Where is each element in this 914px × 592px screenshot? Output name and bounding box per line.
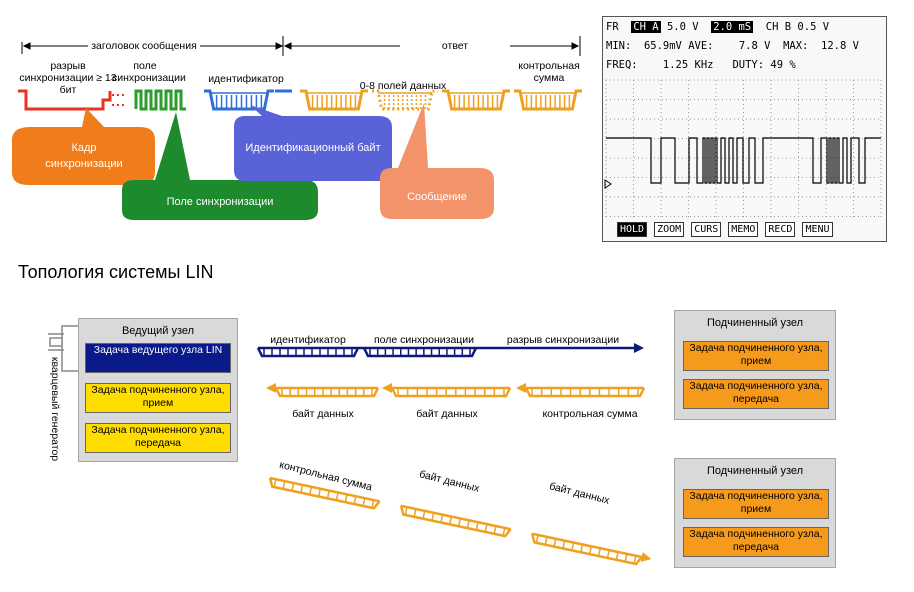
- slave-node-2-title: Подчиненный узел: [706, 465, 804, 477]
- arrow2-data2-label: байт данных: [416, 408, 478, 420]
- arrow1-sync-field-label: поле синхронизации: [373, 334, 475, 346]
- oscilloscope-screen: FR CH A 5.0 V 2.0 mS CH B 0.5 V MIN: 65.…: [602, 16, 887, 242]
- slave-1-rx-task: Задача подчиненного узла, прием: [683, 341, 829, 371]
- osc-row-2: MIN: 65.9mV AVE: 7.8 V MAX: 12.8 V: [606, 40, 859, 52]
- arrow1-identifier-label: идентификатор: [270, 334, 346, 346]
- osc-button-bar: HOLD ZOOM CURS MEMO RECD MENU: [617, 222, 833, 237]
- master-slave-tx-task: Задача подчиненного узла, передача: [85, 423, 231, 453]
- response-label: ответ: [441, 40, 469, 52]
- sync-field-waveform: [134, 89, 186, 111]
- arrow2-checksum-label: контрольная сумма: [542, 408, 638, 420]
- slave-2-rx-task: Задача подчиненного узла, прием: [683, 489, 829, 519]
- osc-curs-button[interactable]: CURS: [691, 222, 722, 237]
- data-fields-label: 0-8 полей данных: [359, 80, 447, 92]
- osc-row-1: FR CH A 5.0 V 2.0 mS CH B 0.5 V: [606, 21, 830, 33]
- sync-field-label: поле синхронизации: [112, 60, 186, 84]
- master-node: Ведущий узел Задача ведущего узла LIN За…: [78, 318, 238, 462]
- identifier-waveform: [204, 89, 274, 111]
- master-task: Задача ведущего узла LIN: [85, 343, 231, 373]
- callout-message: Сообщение: [407, 191, 467, 203]
- callout-message-shape: [380, 103, 494, 219]
- slave-node-2: Подчиненный узел Задача подчиненного узл…: [674, 458, 836, 568]
- slave-2-tx-task: Задача подчиненного узла, передача: [683, 527, 829, 557]
- master-node-title: Ведущий узел: [121, 325, 195, 337]
- callout-sync-frame: Кадр синхронизации: [45, 142, 123, 170]
- callout-id-byte-shape: [234, 105, 392, 181]
- callout-sync-field: Поле синхронизации: [166, 196, 274, 208]
- sync-break-waveform: [18, 89, 112, 111]
- response-arrow-2: [268, 476, 652, 566]
- data-fields-waveform: [300, 89, 582, 111]
- arrow2-data1-label: байт данных: [292, 408, 354, 420]
- header-arrow: [256, 343, 644, 358]
- slave-node-1: Подчиненный узел Задача подчиненного узл…: [674, 310, 836, 420]
- ch-a-indicator: CH A: [631, 21, 661, 33]
- arrow1-sync-break-label: разрыв синхронизации: [506, 334, 620, 346]
- topology-title: Топология системы LIN: [18, 262, 214, 282]
- slave-node-1-title: Подчиненный узел: [706, 317, 804, 329]
- timebase-indicator: 2.0 mS: [711, 21, 754, 33]
- checksum-label: контрольная сумма: [518, 60, 580, 84]
- osc-zoom-button[interactable]: ZOOM: [654, 222, 685, 237]
- callout-sync-field-shape: [122, 112, 318, 220]
- osc-menu-button[interactable]: MENU: [802, 222, 833, 237]
- crystal-oscillator-label: кварцевый генератор: [49, 356, 61, 462]
- osc-row-3: FREQ: 1.25 KHz DUTY: 49 %: [606, 59, 796, 71]
- master-slave-rx-task: Задача подчиненного узла, прием: [85, 383, 231, 413]
- osc-hold-button[interactable]: HOLD: [617, 222, 648, 237]
- header-label: заголовок сообщения: [91, 40, 197, 52]
- response-arrow-1: [266, 383, 646, 398]
- osc-recd-button[interactable]: RECD: [765, 222, 796, 237]
- callout-id-byte: Идентификационный байт: [245, 142, 381, 154]
- identifier-label: идентификатор: [208, 73, 284, 85]
- osc-memo-button[interactable]: MEMO: [728, 222, 759, 237]
- callout-sync-frame-shape: [12, 108, 155, 185]
- slave-1-tx-task: Задача подчиненного узла, передача: [683, 379, 829, 409]
- osc-trace: [604, 79, 882, 217]
- break-label: разрыв синхронизации ≥ 13 бит: [19, 60, 117, 96]
